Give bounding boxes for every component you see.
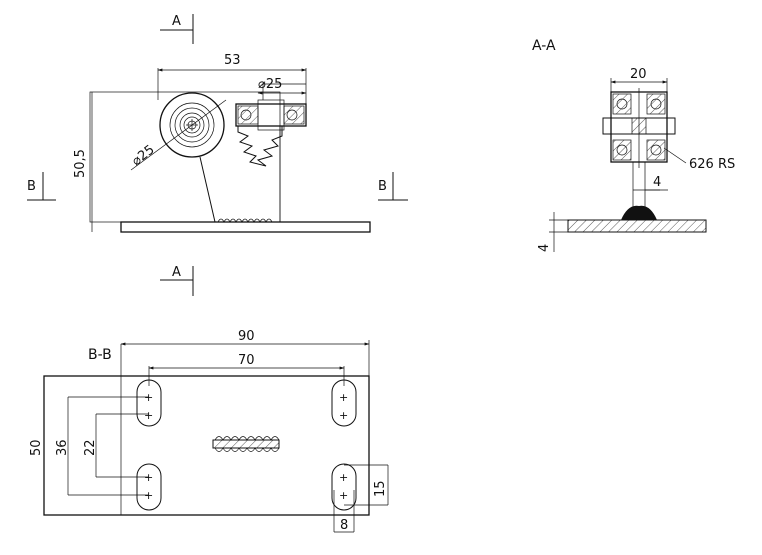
dim-height-50-5: 50,5 xyxy=(73,149,88,178)
dim-wheel-diameter: ⌀25 xyxy=(129,142,157,169)
dim-bb-span-36: 36 xyxy=(55,439,70,456)
svg-text:+: + xyxy=(339,471,348,484)
cut-label-b-right: B xyxy=(378,179,387,194)
svg-text:+: + xyxy=(144,391,153,404)
bearing-callout: 626 RS xyxy=(689,157,735,172)
dim-bb-height-50: 50 xyxy=(29,439,44,456)
slot-bottom-left: ++ xyxy=(136,463,162,511)
dim-bb-span-22: 22 xyxy=(83,439,98,456)
svg-text:+: + xyxy=(339,409,348,422)
slot-top-left: ++ xyxy=(136,379,162,427)
dim-aa-plate-4: 4 xyxy=(537,244,552,252)
bearing-assembly: ⌀25 xyxy=(235,77,307,131)
svg-text:+: + xyxy=(339,489,348,502)
dim-bb-slot-15: 15 xyxy=(373,480,388,497)
cut-marker-b-left: B xyxy=(27,172,56,201)
svg-text:+: + xyxy=(144,409,153,422)
dim-aa-width-20: 20 xyxy=(630,67,647,82)
section-aa-title: A-A xyxy=(532,38,556,54)
cut-label-a-top: A xyxy=(172,14,181,29)
slot-bottom-right: ++ xyxy=(331,463,357,511)
dim-bb-length-90: 90 xyxy=(238,329,255,344)
svg-text:+: + xyxy=(144,489,153,502)
cut-label-a-bottom: A xyxy=(172,265,181,280)
cut-marker-a-bottom: A xyxy=(160,265,194,296)
slot-top-right: ++ xyxy=(331,379,357,427)
front-view: 53 50,5 ⌀25 xyxy=(73,53,371,233)
dim-aa-web-4: 4 xyxy=(653,175,661,190)
dim-bearing-diameter: ⌀25 xyxy=(258,77,282,92)
section-bb-title: B-B xyxy=(88,347,112,363)
cut-marker-a-top: A xyxy=(160,14,194,44)
dim-bb-pitch-70: 70 xyxy=(238,353,255,368)
dim-bb-slot-8: 8 xyxy=(340,518,348,533)
cut-marker-b-right: B xyxy=(378,172,408,201)
svg-text:+: + xyxy=(144,471,153,484)
section-aa: A-A 20 4 4 626 RS xyxy=(532,38,735,252)
dim-width-53: 53 xyxy=(224,53,241,68)
section-bb: B-B 90 70 50 36 22 ++ ++ xyxy=(29,329,389,533)
cut-label-b-left: B xyxy=(27,179,36,194)
svg-text:+: + xyxy=(339,391,348,404)
wheel: ⌀25 xyxy=(129,92,227,171)
